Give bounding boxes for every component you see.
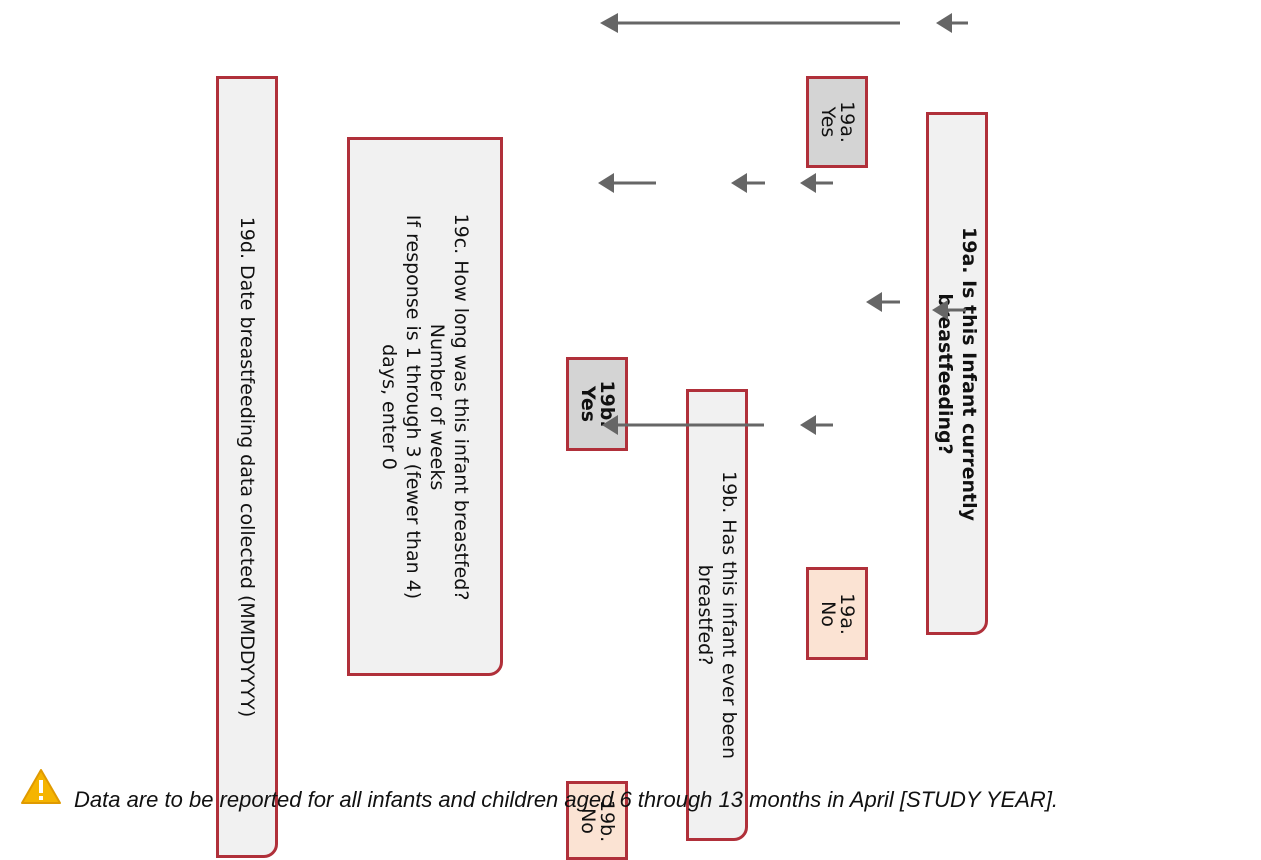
footnote-text: Data are to be reported for all infants … [74,787,1059,812]
answer-19a-yes-box: 19a. Yes [806,76,868,168]
flow-arrowhead-19c-1 [598,173,614,193]
question-19d-box: 19d. Date breastfeeding data collected (… [216,76,278,858]
flow-arrowhead-top-short [936,13,952,33]
footnote: Data are to be reported for all infants … [20,768,1250,828]
question-19b-box: 19b. Has this infant ever been breastfed… [686,389,748,841]
answer-19b-yes-box: 19b. Yes [566,357,628,451]
flow-arrowhead-19c-3 [800,173,816,193]
flow-arrowhead-19b-1 [602,415,618,435]
flow-arrowhead-19b-2 [800,415,816,435]
question-19a-box: 19a. Is this Infant currently breastfeed… [926,112,988,635]
flow-arrowhead-19a-2 [932,300,948,320]
flow-arrowhead-top-long [600,13,618,33]
question-19c-box: 19c. How long was this infant breastfed?… [347,137,503,676]
answer-19a-no-box: 19a. No [806,567,868,660]
flow-arrowhead-19c-2 [731,173,747,193]
flow-arrowhead-19a-1 [866,292,882,312]
warning-icon [21,769,61,804]
answer-19b-no-box: 19b. No [566,781,628,860]
